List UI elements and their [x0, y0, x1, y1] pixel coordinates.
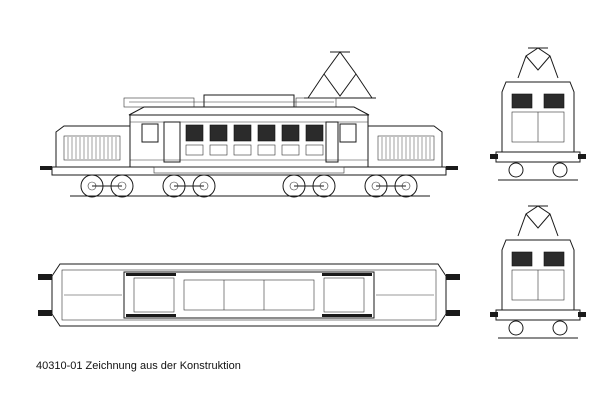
underframe — [40, 166, 458, 176]
body-outline — [51, 263, 447, 327]
wheelsets — [70, 174, 430, 198]
drawing-caption: 40310-01 Zeichnung aus der Konstruktion — [36, 360, 241, 372]
front-end-view — [488, 42, 588, 192]
left-hood — [55, 125, 131, 168]
side-elevation-view — [34, 40, 464, 200]
pantograph — [304, 51, 376, 99]
right-hood — [367, 125, 443, 168]
cab-windows — [141, 121, 357, 163]
rear-end-view — [488, 200, 588, 350]
roof — [128, 106, 370, 116]
top-plan-view — [34, 252, 464, 337]
roof-equipment — [123, 94, 337, 108]
